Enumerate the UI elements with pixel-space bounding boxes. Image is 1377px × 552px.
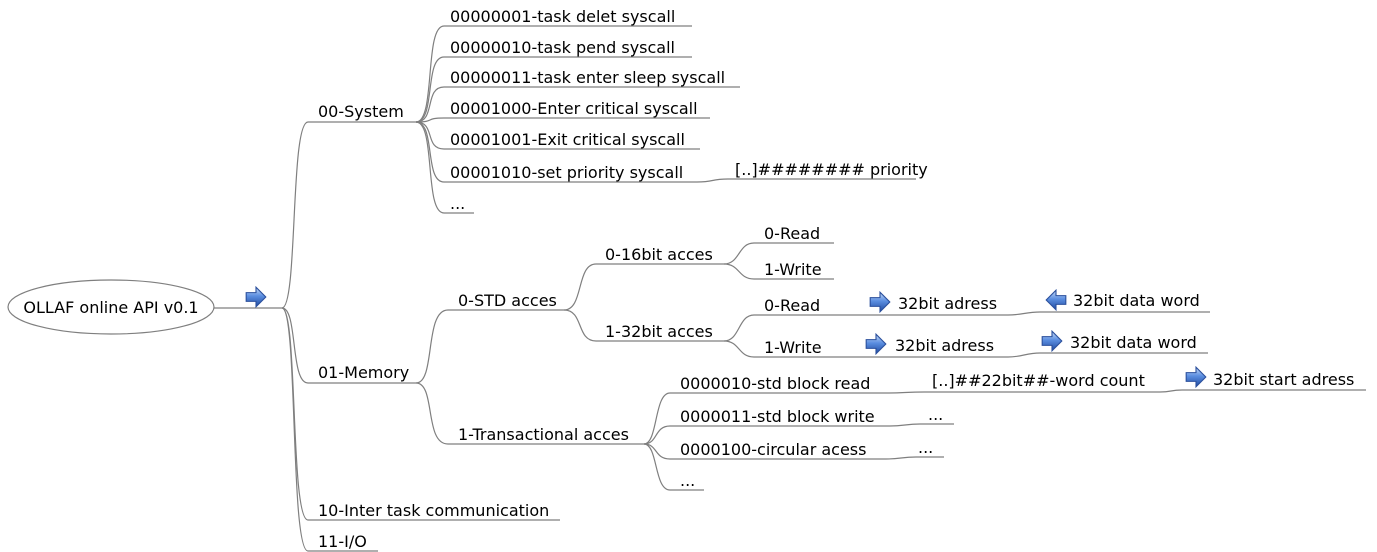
node-32bit-write[interactable]: 1-Write	[764, 338, 822, 357]
system-item[interactable]: 00001001-Exit critical syscall	[450, 130, 685, 149]
node-read-address[interactable]: 32bit adress	[898, 294, 997, 313]
node-circular-more[interactable]: ...	[918, 438, 933, 457]
node-16bit-write[interactable]: 1-Write	[764, 260, 822, 279]
root-label: OLLAF online API v0.1	[23, 298, 198, 317]
system-item[interactable]: 00000001-task delet syscall	[450, 7, 675, 26]
node-32bit-acces[interactable]: 1-32bit acces	[605, 322, 713, 341]
arrow-right-icon	[865, 333, 887, 355]
node-block-read[interactable]: 0000010-std block read	[680, 374, 870, 393]
node-std-acces[interactable]: 0-STD acces	[458, 291, 557, 310]
priority-param[interactable]: [..]######## priority	[735, 160, 928, 179]
edges	[214, 25, 1183, 552]
system-item[interactable]: 00001010-set priority syscall	[450, 163, 683, 182]
node-write-data[interactable]: 32bit data word	[1070, 333, 1197, 352]
system-item-more[interactable]: ...	[450, 194, 465, 213]
arrow-left-icon	[1045, 289, 1067, 311]
node-underlines	[308, 25, 1366, 552]
node-block-write-more[interactable]: ...	[928, 405, 943, 424]
arrow-right-icon	[1041, 330, 1063, 352]
arrow-right-icon	[245, 286, 267, 308]
arrow-right-icon	[869, 291, 891, 313]
node-transactional[interactable]: 1-Transactional acces	[458, 425, 629, 444]
node-word-count[interactable]: [..]##22bit##-word count	[932, 371, 1145, 390]
node-16bit-read[interactable]: 0-Read	[764, 224, 820, 243]
node-io[interactable]: 11-I/O	[318, 532, 367, 551]
system-item[interactable]: 00000011-task enter sleep syscall	[450, 68, 725, 87]
node-write-address[interactable]: 32bit adress	[895, 336, 994, 355]
node-system[interactable]: 00-System	[318, 102, 404, 121]
memory-std-branch: 0-STD acces 0-16bit acces 1-32bit acces …	[458, 224, 1200, 357]
node-32bit-read[interactable]: 0-Read	[764, 296, 820, 315]
node-intertask[interactable]: 10-Inter task communication	[318, 501, 549, 520]
system-item[interactable]: 00000010-task pend syscall	[450, 38, 675, 57]
node-trans-more[interactable]: ...	[680, 471, 695, 490]
node-circular[interactable]: 0000100-circular acess	[680, 440, 866, 459]
arrow-right-icon	[1185, 366, 1207, 388]
root-ellipse	[7, 279, 215, 335]
node-start-address[interactable]: 32bit start adress	[1213, 370, 1354, 389]
root-node[interactable]: OLLAF online API v0.1	[7, 279, 215, 335]
memory-trans-branch: 1-Transactional acces 0000010-std block …	[458, 366, 1354, 490]
node-memory[interactable]: 01-Memory	[318, 363, 409, 382]
node-16bit-acces[interactable]: 0-16bit acces	[605, 245, 713, 264]
system-item[interactable]: 00001000-Enter critical syscall	[450, 99, 698, 118]
node-read-data[interactable]: 32bit data word	[1073, 291, 1200, 310]
system-children: 00000001-task delet syscall 00000010-tas…	[450, 7, 928, 213]
node-block-write[interactable]: 0000011-std block write	[680, 407, 875, 426]
